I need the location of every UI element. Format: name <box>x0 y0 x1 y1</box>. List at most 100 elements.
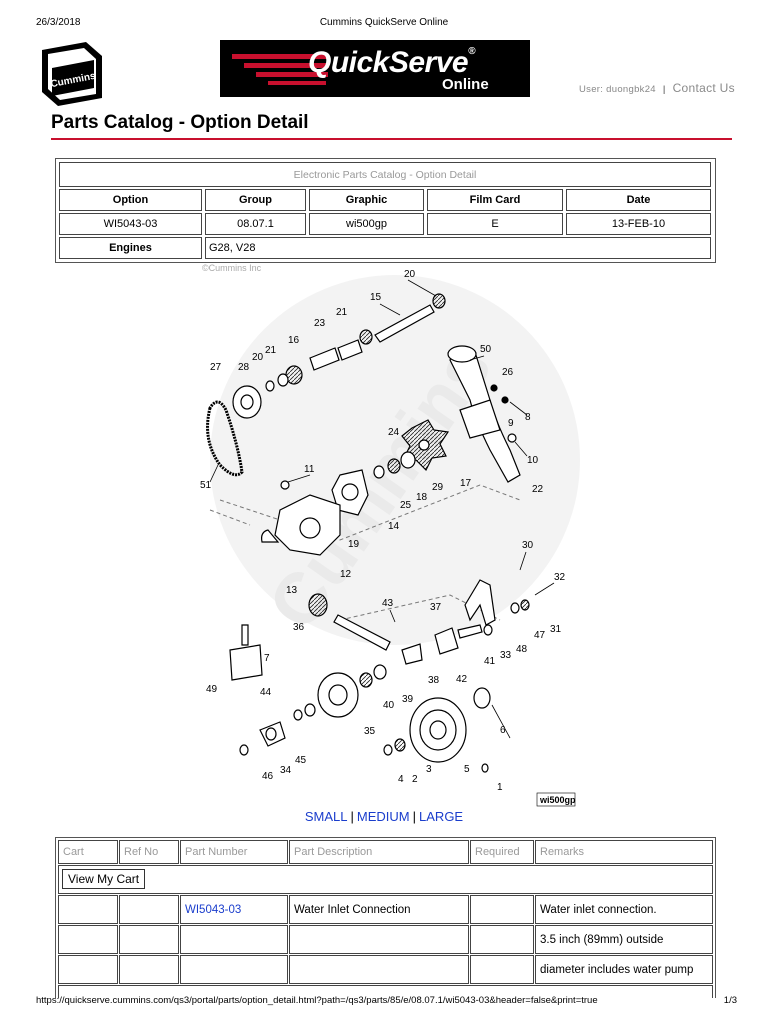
callout-number: 18 <box>416 492 428 503</box>
page-url: https://quickserve.cummins.com/qs3/porta… <box>36 995 598 1006</box>
callout-number: 43 <box>382 598 394 609</box>
view-cart-row <box>58 865 713 894</box>
gasket-and-seals <box>331 451 416 516</box>
callout-number: 50 <box>480 344 492 355</box>
banner-title: QuickServe® <box>308 46 475 79</box>
parts-table: Cart Ref No Part Number Part Description… <box>55 837 716 998</box>
callout-number: 46 <box>262 771 274 782</box>
size-large-link[interactable]: LARGE <box>419 809 464 824</box>
size-small-link[interactable]: SMALL <box>304 809 348 824</box>
row3-ref <box>119 955 179 984</box>
callout-number: 12 <box>340 569 352 580</box>
callout-number: 19 <box>348 539 360 550</box>
header-film-card: Film Card <box>427 189 563 211</box>
callout-number: 34 <box>280 765 292 776</box>
graphic-label: wi500gp <box>539 795 576 805</box>
callout-number: 3 <box>426 764 432 775</box>
part-number-link[interactable]: WI5043-03 <box>185 903 242 916</box>
header-graphic: Graphic <box>309 189 424 211</box>
callout-number: 28 <box>238 362 250 373</box>
col-cart: Cart <box>58 840 118 864</box>
col-part-description: Part Description <box>289 840 469 864</box>
row3-cart <box>58 955 118 984</box>
callout-number: 6 <box>500 725 506 736</box>
banner-subtitle: Online <box>442 76 489 93</box>
separator: | <box>662 84 666 95</box>
row3-required <box>470 955 534 984</box>
image-size-links: SMALL|MEDIUM|LARGE <box>304 809 464 824</box>
callout-number: 9 <box>508 418 514 429</box>
option-detail-table: Electronic Parts Catalog - Option Detail… <box>55 158 716 263</box>
callout-number: 13 <box>286 585 298 596</box>
contact-us-link[interactable]: Contact Us <box>672 81 735 95</box>
lever-assembly <box>308 579 530 665</box>
callout-number: 20 <box>404 269 416 280</box>
callout-number: 1 <box>497 782 503 793</box>
row1-cart[interactable] <box>58 895 118 924</box>
callout-number: 25 <box>400 500 412 511</box>
row1-remarks: Water inlet connection. <box>535 895 713 924</box>
row1-description: Water Inlet Connection <box>289 895 469 924</box>
row2-required <box>470 925 534 954</box>
row1-required <box>470 895 534 924</box>
lower-pulleys <box>239 664 491 773</box>
header-option: Option <box>59 189 202 211</box>
callout-number: 32 <box>554 572 566 583</box>
user-label: User: <box>579 84 604 95</box>
col-required: Required <box>470 840 534 864</box>
cummins-logo[interactable]: Cummins <box>36 40 106 108</box>
col-remarks: Remarks <box>535 840 713 864</box>
callout-number: 5 <box>464 764 470 775</box>
callout-number: 35 <box>364 726 376 737</box>
callout-number: 49 <box>206 684 218 695</box>
callout-number: 31 <box>550 624 562 635</box>
engines-value: G28, V28 <box>205 237 711 259</box>
callout-number: 22 <box>532 484 544 495</box>
page-number: 1/3 <box>723 995 737 1006</box>
callout-number: 48 <box>516 644 528 655</box>
callout-number: 39 <box>402 694 414 705</box>
callout-number: 29 <box>432 482 444 493</box>
callout-number: 14 <box>388 521 400 532</box>
row2-cart <box>58 925 118 954</box>
size-medium-link[interactable]: MEDIUM <box>356 809 410 824</box>
callout-number: 16 <box>288 335 300 346</box>
date-value: 13-FEB-10 <box>566 213 711 235</box>
option-value: WI5043-03 <box>59 213 202 235</box>
quickserve-banner[interactable]: QuickServe® Online <box>220 40 530 97</box>
title-divider <box>51 138 732 140</box>
exploded-parts-diagram[interactable]: Cummins ©Cummins Inc <box>190 260 580 810</box>
group-value: 08.07.1 <box>205 213 306 235</box>
graphic-value: wi500gp <box>309 213 424 235</box>
header-date: Date <box>566 189 711 211</box>
page-title: Parts Catalog - Option Detail <box>51 112 309 133</box>
callout-number: 21 <box>265 345 277 356</box>
callout-number: 2 <box>412 774 418 785</box>
callout-number: 33 <box>500 650 512 661</box>
callout-number: 44 <box>260 687 272 698</box>
leader-lines <box>209 279 555 739</box>
view-my-cart-button[interactable]: View My Cart <box>62 869 146 889</box>
row1-part-number: WI5043-03 <box>180 895 288 924</box>
row2-description <box>289 925 469 954</box>
col-part-number: Part Number <box>180 840 288 864</box>
callout-number: 42 <box>456 674 468 685</box>
row2-remarks: 3.5 inch (89mm) outside <box>535 925 713 954</box>
pump-housing <box>261 480 341 556</box>
callout-number: 24 <box>388 427 400 438</box>
callout-labels: 20 15 21 23 16 27 28 20 21 50 26 8 9 24 … <box>200 269 566 793</box>
callout-number: 36 <box>293 622 305 633</box>
user-bar: User: duongbk24 | Contact Us <box>579 81 735 95</box>
callout-number: 21 <box>336 307 348 318</box>
print-title: Cummins QuickServe Online <box>319 17 449 28</box>
table-caption: Electronic Parts Catalog - Option Detail <box>59 162 711 187</box>
callout-number: 17 <box>460 478 472 489</box>
mounting-bracket <box>229 624 263 681</box>
row2-part-number <box>180 925 288 954</box>
water-inlet-connection <box>447 345 521 483</box>
callout-number: 26 <box>502 367 514 378</box>
callout-number: 38 <box>428 675 440 686</box>
speed-stripes-icon <box>232 54 329 85</box>
header-group: Group <box>205 189 306 211</box>
row3-description <box>289 955 469 984</box>
